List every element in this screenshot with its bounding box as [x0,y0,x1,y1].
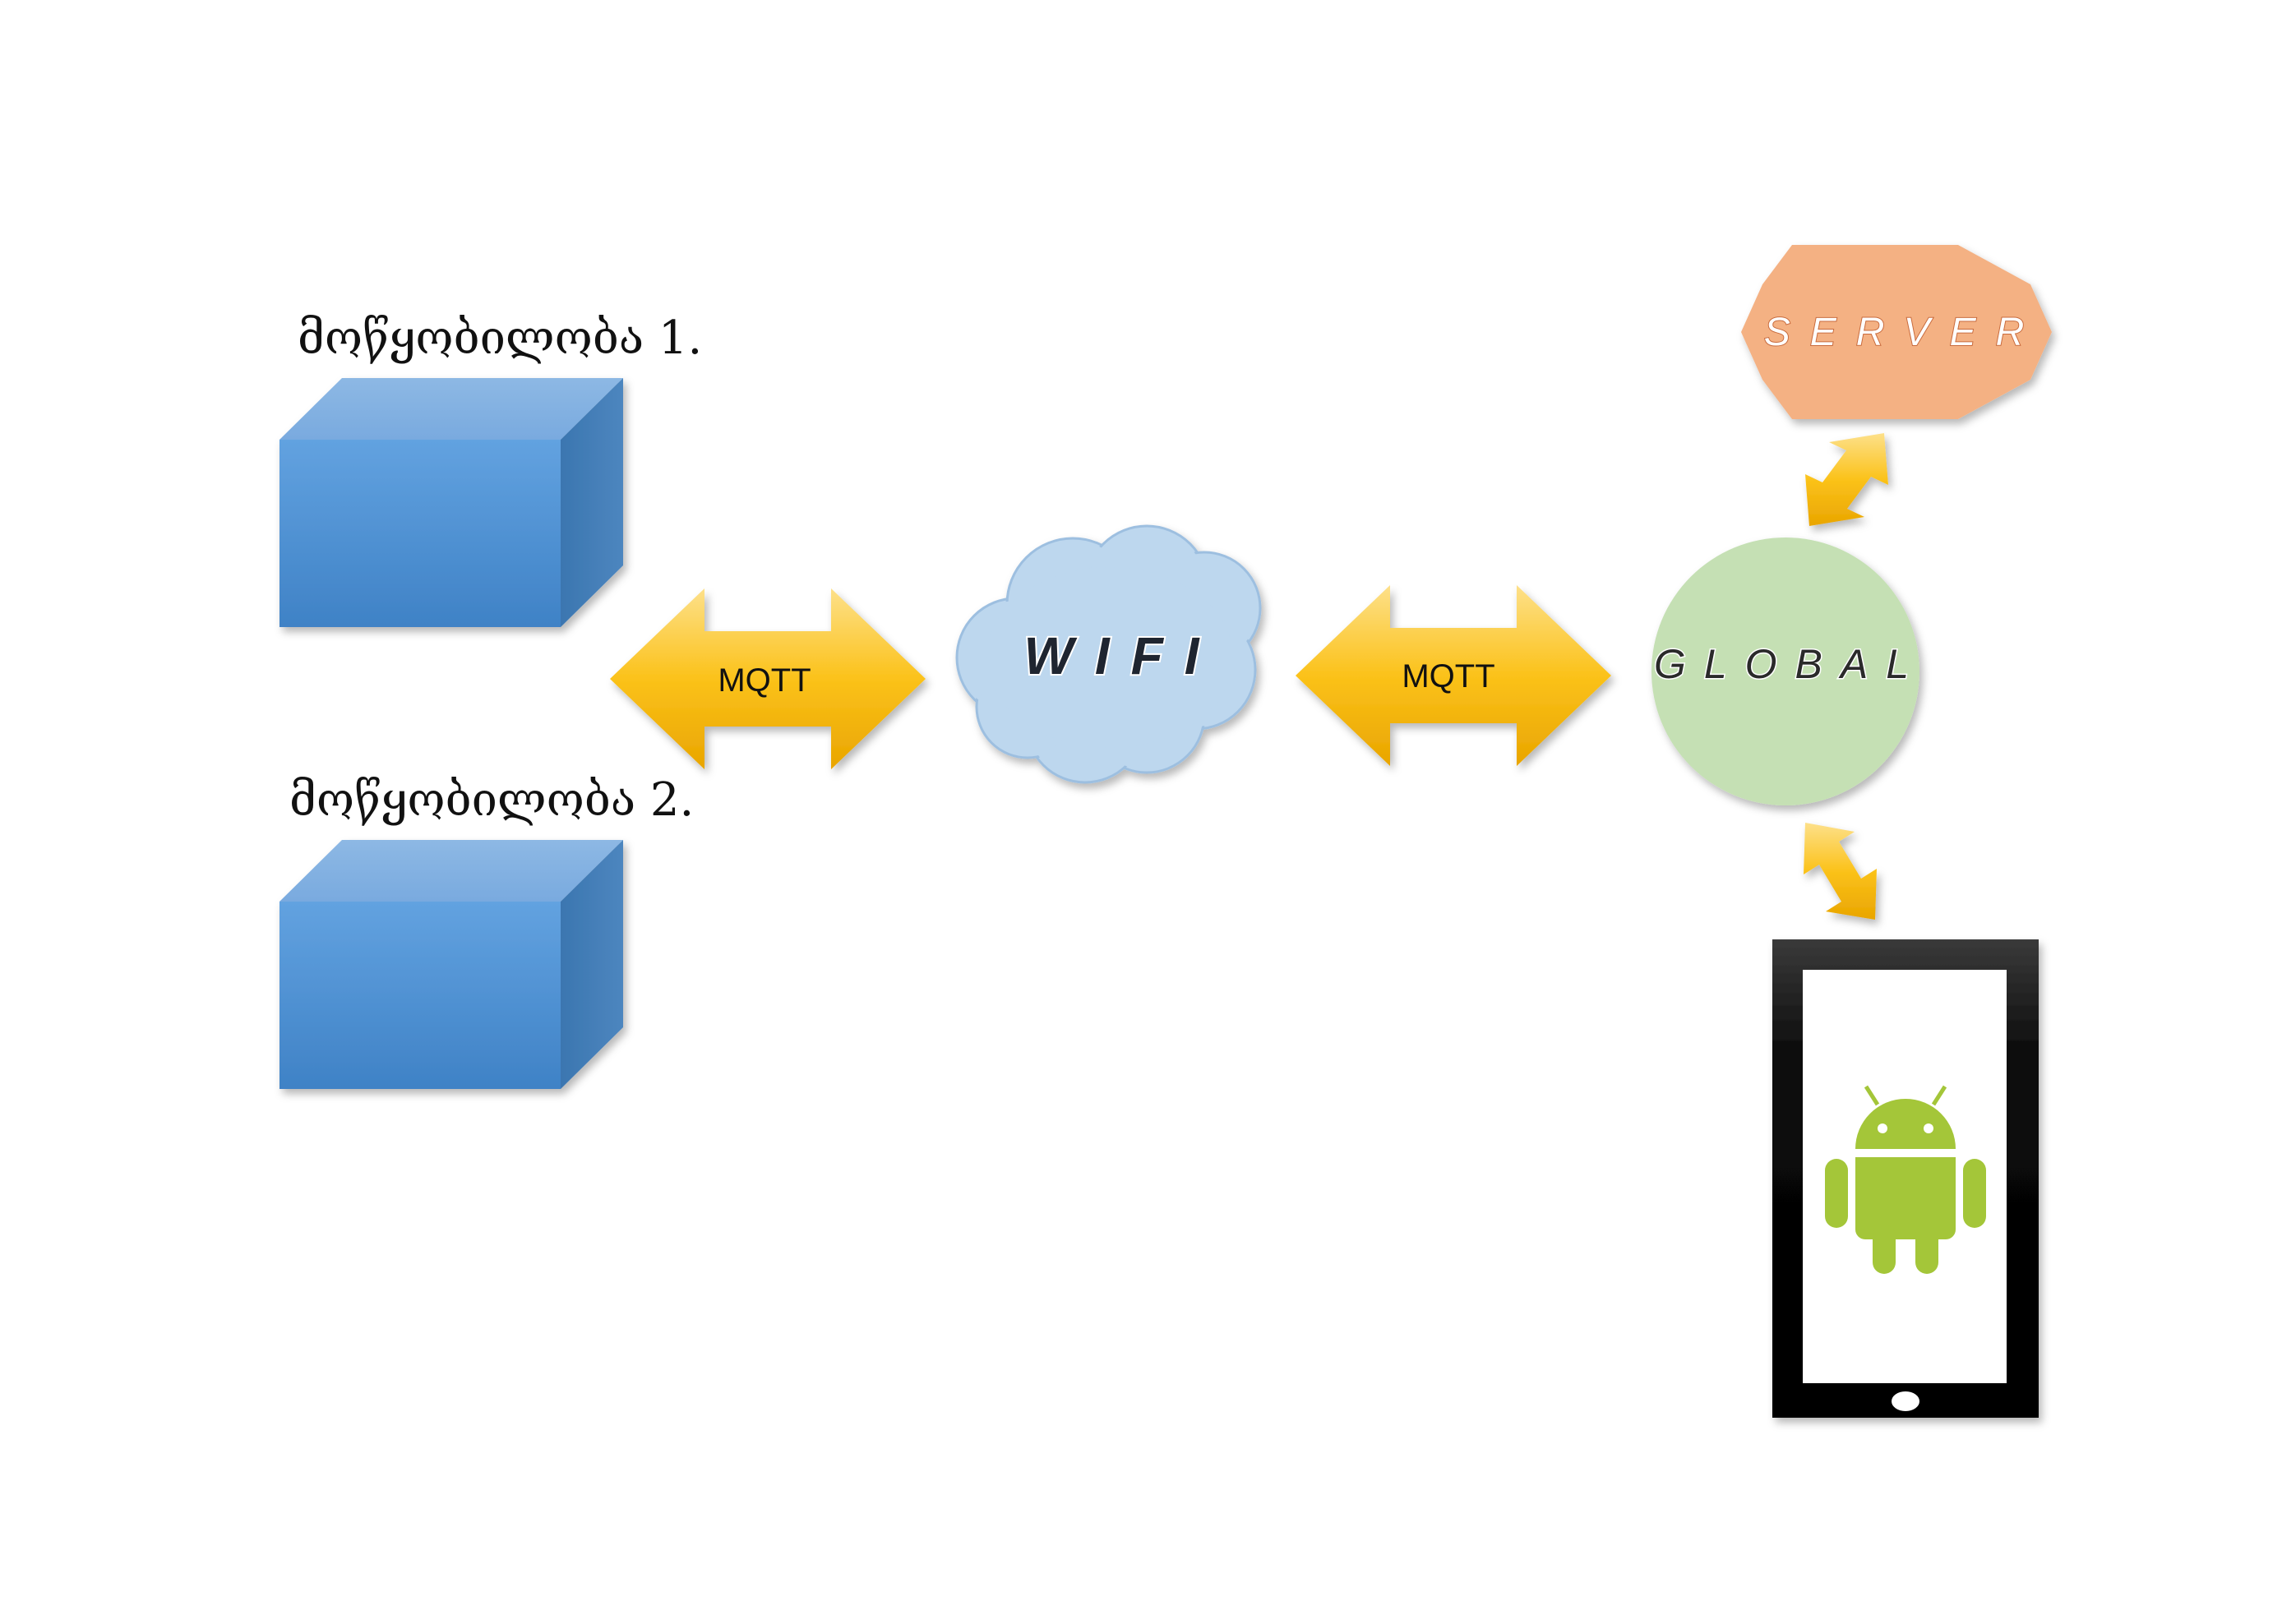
home-button-icon [1892,1391,1919,1411]
device-2: მოწყობილობა 2. [279,773,694,1089]
mqtt-label-1: MQTT [718,662,811,699]
device-2-label: მოწყობილობა 2. [289,773,694,827]
wifi-cloud [955,524,1262,784]
server-node: SERVER [1741,245,2052,419]
mqtt-label-2: MQTT [1402,658,1494,694]
android-robot-icon [1825,1085,1986,1274]
device-1-box [279,378,623,627]
global-node: GLOBAL [1651,537,1927,805]
server-label: SERVER [1764,311,2044,354]
wifi-label: WIFI [1023,626,1220,685]
device-1: მოწყობილობა 1. [279,311,702,627]
android-tablet-icon [1772,939,2039,1418]
mqtt-arrow-wifi-global: MQTT [1296,585,1611,766]
arrow-global-phone [1804,823,1877,920]
mqtt-arrow-devices-wifi: MQTT [610,588,926,769]
global-label: GLOBAL [1654,641,1927,687]
device-1-label: მოწყობილობა 1. [298,311,702,365]
arrow-global-server [1805,433,1888,526]
device-2-box [279,840,623,1089]
